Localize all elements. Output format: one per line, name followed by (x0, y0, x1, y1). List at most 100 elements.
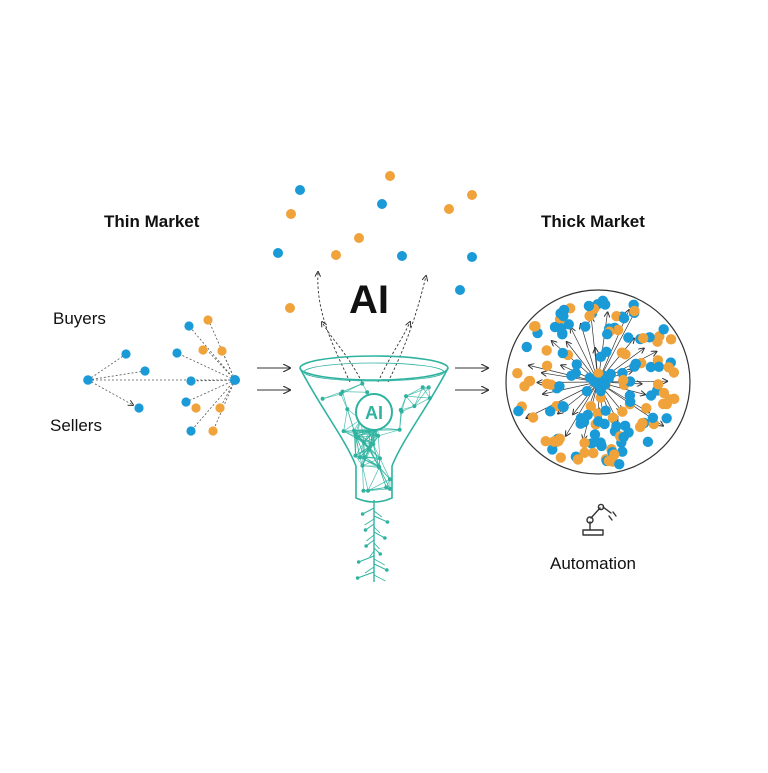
seller-dot (617, 407, 627, 417)
buyer-dot (658, 324, 668, 334)
root-branch (365, 519, 374, 525)
robot-arm-icon (583, 504, 616, 535)
root-node (386, 520, 390, 524)
mesh-node (353, 432, 357, 436)
buyer-dot (618, 432, 628, 442)
seller-dot (609, 449, 619, 459)
seller-dot (191, 403, 200, 412)
buyer-dot (572, 359, 582, 369)
mesh-node (360, 382, 364, 386)
seller-dot (579, 438, 589, 448)
seller-dot (629, 306, 639, 316)
buyer-dot (186, 426, 195, 435)
seller-dot (542, 379, 552, 389)
root-node (379, 552, 383, 556)
buyer-dot (580, 321, 590, 331)
buyer-dot (654, 362, 664, 372)
root-node (357, 560, 361, 564)
mesh-node (421, 385, 425, 389)
buyer-dot (134, 403, 143, 412)
mesh-node (345, 407, 349, 411)
seller-dot (542, 361, 552, 371)
mesh-node (342, 429, 346, 433)
seller-dot (354, 233, 364, 243)
buyer-dot (597, 378, 607, 388)
buyer-dot (619, 313, 629, 323)
buyer-dot (600, 299, 610, 309)
buyer-dot (186, 376, 195, 385)
thick-market-title: Thick Market (541, 212, 645, 232)
root-branch (374, 575, 385, 581)
buyer-dot (596, 441, 606, 451)
buyer-dot (614, 459, 624, 469)
mesh-node (339, 392, 343, 396)
dotted-connector (88, 354, 126, 380)
dotted-connector (189, 326, 235, 380)
mesh-node (377, 464, 381, 468)
thick-market-cluster (506, 290, 690, 474)
seller-dot (637, 418, 647, 428)
buyer-dot (377, 199, 387, 209)
mesh-node (388, 487, 392, 491)
mesh-node (321, 397, 325, 401)
root-branch (374, 559, 385, 565)
mesh-node (358, 455, 362, 459)
mesh-node (428, 396, 432, 400)
seller-dot (529, 321, 539, 331)
root-branch (359, 556, 374, 562)
mesh-node (412, 404, 416, 408)
mesh-node (384, 485, 388, 489)
root-branch (366, 535, 374, 541)
buyer-dot (602, 329, 612, 339)
mesh-line (344, 409, 348, 431)
root-node (383, 536, 387, 540)
seller-dot (663, 362, 673, 372)
buyer-dot (643, 437, 653, 447)
dotted-connector (177, 353, 235, 380)
seller-dot (512, 368, 522, 378)
buyer-dot (566, 370, 576, 380)
buyer-dot (273, 248, 283, 258)
mesh-node (376, 434, 380, 438)
buyer-dot (397, 251, 407, 261)
buyer-dot (455, 285, 465, 295)
buyer-dot (140, 366, 149, 375)
seller-dot (215, 403, 224, 412)
ai-heading: AI (349, 278, 389, 323)
buyer-dot (558, 348, 568, 358)
mesh-node (398, 428, 402, 432)
seller-dot (286, 209, 296, 219)
buyer-dot (582, 386, 592, 396)
seller-dot (519, 381, 529, 391)
buyer-dot (522, 342, 532, 352)
buyer-dot (661, 413, 671, 423)
buyer-dot (558, 401, 568, 411)
mesh-node (366, 489, 370, 493)
seller-dot (217, 346, 226, 355)
buyer-dot (601, 406, 611, 416)
root-node (356, 576, 360, 580)
buyer-dot (172, 348, 181, 357)
buyer-dot (623, 332, 633, 342)
seller-dot (653, 379, 663, 389)
mesh-node (363, 455, 367, 459)
buyer-dot (584, 301, 594, 311)
mesh-node (362, 441, 366, 445)
mesh-node (361, 489, 365, 493)
seller-dot (641, 403, 651, 413)
mesh-node (378, 456, 382, 460)
seller-dot (584, 311, 594, 321)
mesh-node (399, 408, 403, 412)
seller-dot (541, 345, 551, 355)
thin-market-network (83, 315, 240, 435)
buyers-label: Buyers (53, 309, 106, 329)
seller-dot (618, 375, 628, 385)
root-branch (374, 564, 387, 570)
buyer-dot (513, 406, 523, 416)
buyer-dot (629, 361, 639, 371)
buyer-dot (554, 381, 564, 391)
seller-dot (573, 454, 583, 464)
buyer-dot (83, 375, 93, 385)
buyer-dot (121, 349, 130, 358)
